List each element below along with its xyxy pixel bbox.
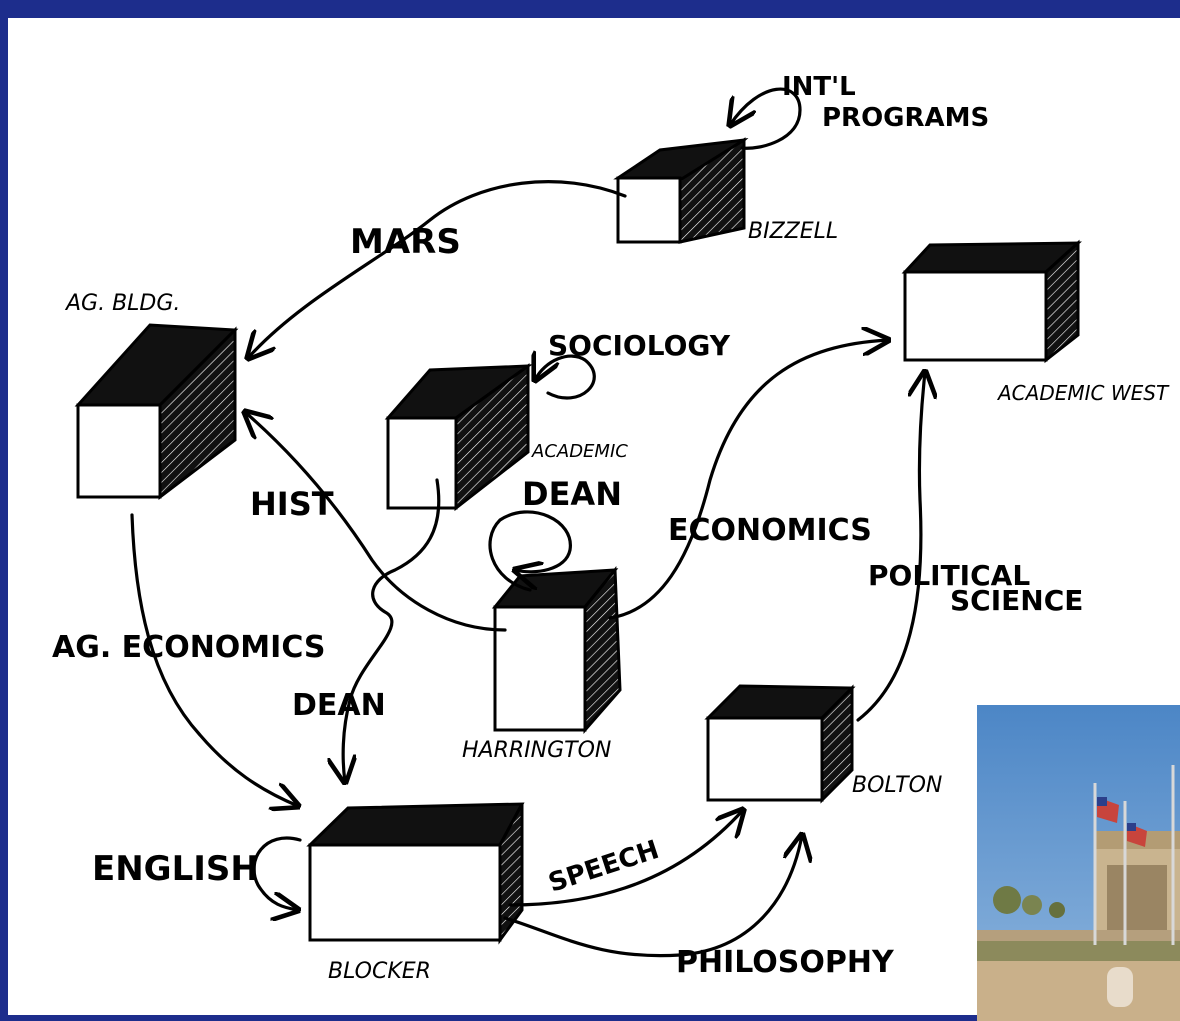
label-english: ENGLISH [92, 849, 259, 889]
political-science-arrow [856, 372, 925, 722]
label-blocker: BLOCKER [328, 959, 431, 984]
building-ag-bldg [74, 323, 239, 501]
label-political-science-line1: POLITICAL [868, 559, 1030, 592]
label-harrington: HARRINGTON [462, 738, 611, 763]
building-bizzell [613, 137, 749, 244]
label-intl-programs-line1: INT'L [782, 72, 856, 102]
building-harrington [491, 565, 622, 734]
label-speech: SPEECH [545, 835, 663, 899]
label-intl-programs-line2: PROGRAMS [822, 103, 989, 133]
label-academic: ACADEMIC [531, 441, 628, 462]
label-sociology: SOCIOLOGY [548, 329, 731, 362]
label-economics: ECONOMICS [668, 513, 872, 548]
label-dean-top: DEAN [522, 475, 622, 513]
label-mars: MARS [350, 222, 461, 262]
label-bolton: BOLTON [852, 773, 942, 798]
philosophy-arrow [503, 835, 802, 958]
building-academic [384, 363, 533, 512]
label-dean-bottom: DEAN [292, 688, 386, 723]
dean-bottom-arrow [343, 478, 441, 782]
ag-economics-arrow [130, 513, 298, 806]
label-ag-bldg: AG. BLDG. [64, 291, 180, 316]
building-bolton [704, 684, 856, 804]
label-academic-west: ACADEMIC WEST [996, 381, 1170, 405]
diagram-canvas: INT'L PROGRAMS MARS SOCIOLOGY HIST DEAN … [8, 18, 1180, 1015]
speech-arrow [508, 810, 743, 907]
label-ag-economics: AG. ECONOMICS [52, 630, 326, 665]
intl-programs-arrow [730, 87, 802, 150]
label-bizzell: BIZZELL [748, 219, 838, 244]
sociology-arrow [535, 356, 596, 400]
economics-arrow [608, 340, 888, 620]
hist-arrow [245, 412, 507, 632]
label-political-science-line2: SCIENCE [950, 584, 1083, 617]
label-hist: HIST [250, 485, 334, 523]
building-blocker [306, 802, 525, 945]
english-arrow [252, 836, 300, 910]
dean-top-arrow [488, 510, 572, 592]
building-diagram: INT'L PROGRAMS MARS SOCIOLOGY HIST DEAN … [52, 72, 1170, 984]
building-photo [977, 705, 1180, 1021]
mars-arrow [248, 180, 627, 358]
label-philosophy: PHILOSOPHY [676, 945, 895, 980]
building-academic-west [901, 239, 1082, 364]
